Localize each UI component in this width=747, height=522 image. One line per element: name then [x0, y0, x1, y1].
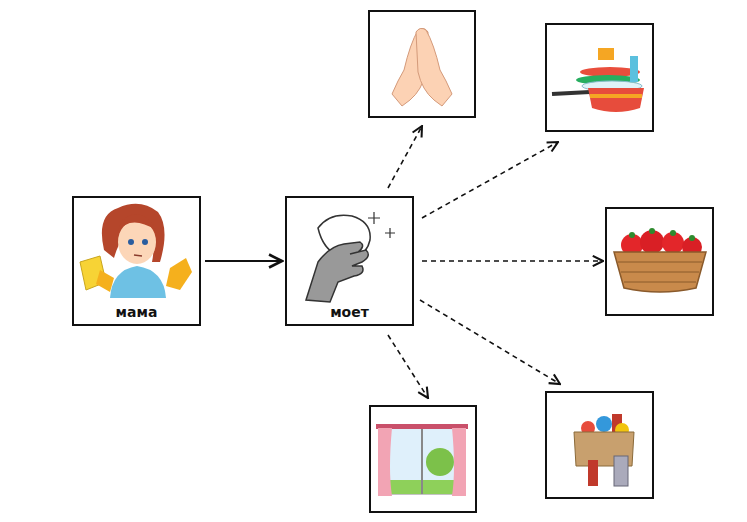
node-label: мама [74, 304, 199, 320]
tomatoes-picture [614, 228, 706, 292]
solid-arrow [205, 260, 282, 262]
toys-picture [574, 414, 634, 486]
node-label-text: мама [113, 304, 161, 320]
mom-box: мама [72, 196, 201, 326]
dishes-picture [552, 48, 644, 112]
picture-box [369, 11, 713, 512]
node-label-text: моет [327, 304, 372, 320]
node-label: моет [287, 304, 412, 320]
action-box: моет [285, 196, 414, 326]
mom-picture [80, 204, 192, 298]
washing-icon [306, 212, 395, 302]
dashed-arrow [388, 126, 603, 398]
hands-picture [392, 28, 452, 106]
window-picture [376, 424, 468, 496]
